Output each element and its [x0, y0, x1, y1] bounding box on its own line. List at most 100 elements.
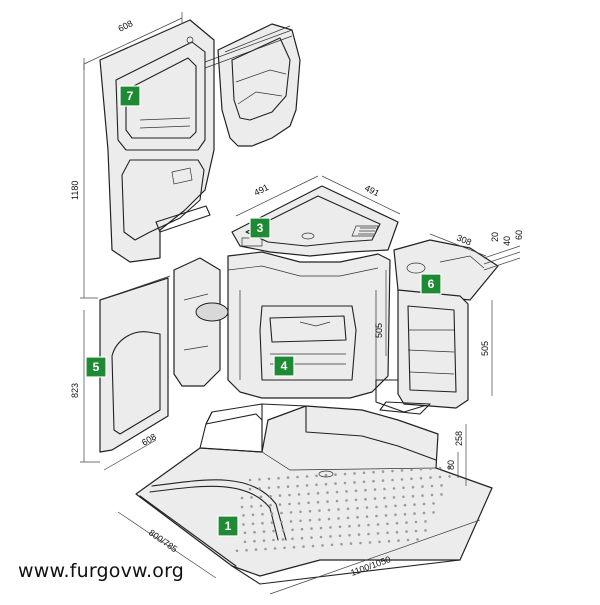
tray-texture-dot — [319, 535, 323, 539]
tray-texture-dot — [258, 487, 261, 490]
tray-texture-dot — [315, 474, 318, 478]
tray-texture-dot — [338, 534, 342, 538]
tray-texture-dot — [337, 517, 340, 520]
upper-wall-panel — [99, 19, 215, 263]
tray-texture-dot — [424, 529, 427, 532]
tray-texture-dot — [419, 476, 423, 480]
tray-texture-dot — [316, 500, 320, 504]
tray-texture-dot — [430, 484, 434, 488]
tray-floor-texture — [235, 466, 451, 553]
tray-texture-dot — [397, 539, 400, 542]
tray-texture-dot — [410, 477, 413, 481]
tray-texture-dot — [278, 503, 282, 506]
tray-texture-dot — [440, 484, 443, 487]
tray-texture-dot — [243, 540, 247, 544]
tray-texture-dot — [261, 521, 264, 525]
tray-texture-dot — [262, 539, 266, 542]
side-holder — [173, 257, 229, 387]
tray-texture-dot — [391, 478, 394, 482]
tray-texture-dot — [429, 467, 432, 470]
tray-texture-dot — [254, 548, 258, 551]
tray-texture-dot — [280, 520, 283, 524]
tray-texture-dot — [288, 493, 291, 497]
part-label-4: 4 — [281, 359, 288, 373]
tray-texture-dot — [419, 467, 423, 471]
tray-texture-dot — [357, 524, 361, 527]
tray-texture-dot — [300, 536, 304, 540]
tray-texture-dot — [335, 499, 339, 503]
tray-texture-dot — [378, 540, 381, 544]
tray-texture-dot — [273, 547, 277, 550]
tray-texture-dot — [307, 501, 310, 505]
tray-texture-dot — [259, 495, 263, 499]
tray-texture-dot — [291, 537, 294, 541]
lower-wall-panel — [99, 275, 171, 453]
tray-texture-dot — [367, 532, 370, 536]
tray-texture-dot — [248, 478, 252, 482]
tray-texture-dot — [416, 538, 419, 541]
tray-texture-dot — [375, 505, 378, 509]
tray-texture-dot — [311, 544, 315, 548]
tray-texture-dot — [340, 542, 343, 546]
tray-texture-dot — [354, 489, 358, 493]
part-label-6: 6 — [428, 277, 435, 291]
tray-texture-dot — [395, 530, 399, 534]
tray-texture-dot — [289, 511, 293, 514]
tray-texture-dot — [329, 526, 332, 529]
tray-texture-dot — [373, 488, 377, 491]
tray-texture-dot — [251, 513, 255, 517]
tray-texture-dot — [281, 538, 285, 541]
tray-texture-dot — [365, 515, 369, 518]
tray-texture-dot — [337, 508, 340, 511]
tray-texture-dot — [348, 524, 351, 528]
dim-height-total: 1180 — [70, 181, 80, 200]
part-label-5: 5 — [93, 360, 100, 374]
tray-texture-dot — [334, 482, 337, 485]
tray-texture-dot — [403, 503, 407, 507]
tray-texture-dot — [330, 543, 334, 547]
tray-texture-dot — [422, 511, 426, 515]
tray-texture-dot — [278, 494, 282, 497]
tray-texture-dot — [250, 505, 253, 508]
tray-texture-dot — [372, 470, 375, 474]
tray-texture-dot — [448, 475, 451, 478]
tray-texture-dot — [291, 528, 294, 532]
tray-texture-dot — [240, 505, 244, 509]
tray-texture-dot — [440, 493, 443, 496]
site-watermark: www.furgovw.org — [18, 560, 185, 582]
part-badge-1: 1 — [217, 515, 239, 537]
tray-texture-dot — [365, 506, 369, 509]
tray-texture-dot — [253, 530, 256, 534]
tray-texture-dot — [402, 486, 405, 490]
tray-texture-dot — [272, 538, 275, 542]
tray-texture-dot — [315, 483, 318, 487]
tray-texture-dot — [386, 531, 389, 535]
tray-texture-dot — [277, 485, 280, 489]
tray-texture-dot — [242, 514, 245, 517]
tray-texture-dot — [281, 529, 285, 532]
tray-texture-dot — [302, 545, 305, 548]
tray-texture-dot — [297, 502, 301, 505]
tray-texture-dot — [422, 502, 426, 506]
tray-texture-dot — [267, 486, 271, 490]
tray-texture-dot — [310, 527, 313, 530]
dim-basin-height: 505 — [374, 323, 384, 338]
tray-texture-dot — [329, 535, 332, 538]
tray-texture-dot — [280, 511, 283, 515]
tray-texture-dot — [375, 514, 378, 518]
tray-texture-dot — [362, 471, 366, 475]
tray-texture-dot — [394, 504, 397, 508]
tray-texture-dot — [362, 480, 366, 484]
upper-cover — [204, 23, 301, 147]
dim-tray-height: 258 — [454, 431, 464, 446]
tray-texture-dot — [269, 494, 272, 498]
tray-texture-dot — [403, 512, 407, 516]
part-label-1: 1 — [225, 519, 232, 533]
tray-texture-dot — [334, 473, 337, 476]
tray-texture-dot — [400, 478, 404, 481]
tray-texture-dot — [368, 541, 372, 544]
tray-texture-dot — [402, 495, 405, 499]
tray-texture-dot — [421, 485, 424, 488]
tray-texture-dot — [392, 487, 396, 490]
